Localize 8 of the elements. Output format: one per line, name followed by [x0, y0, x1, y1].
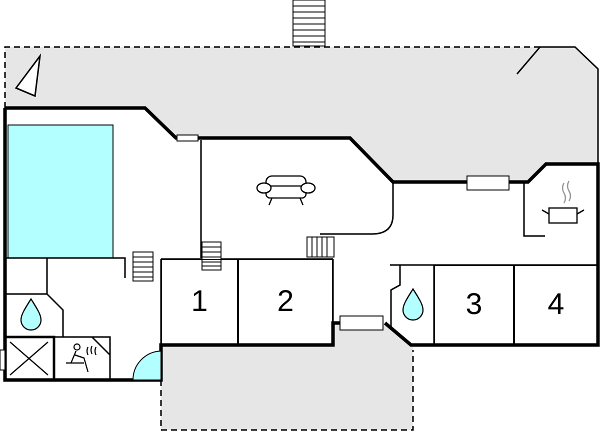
room [161, 259, 238, 345]
room [514, 265, 598, 345]
room [238, 259, 333, 345]
room [434, 265, 514, 345]
room-number: 4 [548, 288, 564, 322]
room-number: 3 [466, 288, 482, 322]
room-number: 2 [277, 285, 294, 319]
room-number: 1 [191, 285, 208, 319]
